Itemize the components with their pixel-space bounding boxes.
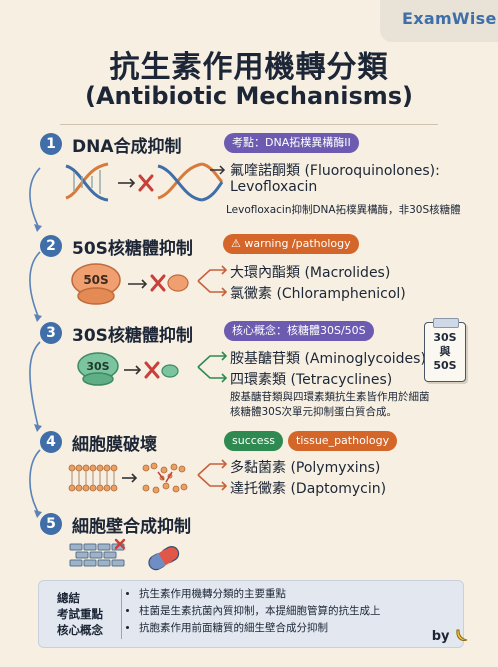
section-1-drug: 氟喹諾酮類 (Fluoroquinolones): bbox=[230, 163, 440, 179]
membrane-broken-icon bbox=[142, 462, 188, 494]
section-1-tag: 考點：DNA拓樸異構酶II bbox=[224, 133, 359, 153]
summary-divider bbox=[121, 589, 122, 639]
memo-line: 與 bbox=[439, 345, 451, 358]
title-divider bbox=[60, 124, 438, 125]
memo-line: 50S bbox=[433, 359, 457, 372]
brand-badge: ExamWise bbox=[380, 0, 498, 42]
summary-points: 抗生素作用機轉分類的主要重點 柱菌是生素抗菌內質抑制，本提細胞管算的抗生成上 抗… bbox=[125, 586, 381, 637]
section-2-title: 50S核糖體抑制 bbox=[72, 239, 193, 259]
section-1-number: 1 bbox=[40, 133, 62, 155]
dna-diagram bbox=[65, 162, 224, 202]
warning-tag: ⚠ warning /pathology bbox=[223, 234, 359, 254]
section-3-drug: 胺基醣苷類 (Aminoglycoides) bbox=[230, 351, 426, 367]
section-3-number: 3 bbox=[40, 322, 62, 344]
section-2-drug: 大環內酯類 (Macrolides) bbox=[230, 265, 391, 281]
section-4-title: 細胞膜破壞 bbox=[72, 435, 157, 455]
section-1-drug: Levofloxacin bbox=[230, 179, 318, 195]
pointer-arrow-icon bbox=[210, 165, 226, 175]
summary-point: 抗生素作用機轉分類的主要重點 bbox=[139, 586, 381, 603]
page-subtitle: (Antibiotic Mechanisms) bbox=[84, 82, 414, 110]
section-2-number: 2 bbox=[40, 235, 62, 257]
section-5-title: 細胞壁合成抑制 bbox=[72, 517, 191, 537]
section-4-tag-pathology: tissue_pathology bbox=[288, 431, 398, 451]
block-x-icon bbox=[114, 538, 126, 550]
section-3-drug: 四環素類 (Tetracyclines) bbox=[230, 372, 393, 388]
section-4-drug: 達托黴素 (Daptomycin) bbox=[230, 481, 387, 497]
ribosome-30s-label: 30S bbox=[86, 360, 109, 373]
warning-tag-label: warning /pathology bbox=[244, 237, 351, 250]
by-label: by bbox=[431, 629, 450, 644]
section-1-title: DNA合成抑制 bbox=[72, 137, 182, 157]
arrow-icon bbox=[124, 365, 142, 375]
summary-box: 總結 考試重點 核心概念 抗生素作用機轉分類的主要重點 柱菌是生素抗菌內質抑制，… bbox=[38, 580, 464, 648]
warning-icon: ⚠ bbox=[231, 237, 241, 250]
section-3-title: 30S核糖體抑制 bbox=[72, 326, 193, 346]
summary-label: 總結 考試重點 核心概念 bbox=[57, 590, 103, 638]
section-4-tag-success: success bbox=[224, 431, 284, 451]
flow-arrows bbox=[29, 167, 42, 518]
ribosome-50s-diagram: 50S bbox=[71, 263, 189, 305]
block-x-icon bbox=[150, 274, 166, 292]
summary-point: 柱菌是生素抗菌內質抑制，本提細胞管算的抗生成上 bbox=[139, 603, 381, 620]
section-1-note: Levofloxacin抑制DNA拓樸異構酶，非30S核糖體 bbox=[226, 204, 461, 216]
author-credit: by bbox=[432, 627, 468, 644]
page-title: 抗生素作用機轉分類 bbox=[109, 50, 389, 85]
memo-card: 30S 與 50S bbox=[424, 318, 466, 382]
block-x-icon bbox=[138, 174, 154, 192]
summary-point: 抗胞素作用前面糖質的細生壁合成分抑制 bbox=[139, 620, 381, 637]
clip-icon bbox=[433, 318, 459, 328]
arrow-icon bbox=[128, 279, 148, 289]
arrow-icon bbox=[122, 473, 138, 483]
section-5-number: 5 bbox=[40, 513, 62, 535]
section-4-number: 4 bbox=[40, 431, 62, 453]
section-2-drug: 氯黴素 (Chloramphenicol) bbox=[230, 286, 406, 302]
section-3-note: 胺基醣苷類與四環素類抗生素皆作用於細菌 bbox=[230, 391, 430, 403]
summary-label-line: 核心概念 bbox=[57, 623, 103, 637]
section-3-tag: 核心概念：核糖體30S/50S bbox=[224, 321, 374, 341]
ribosome-50s-label: 50S bbox=[83, 273, 108, 287]
summary-label-line: 考試重點 bbox=[57, 607, 103, 621]
dna-helix-icon bbox=[65, 162, 109, 202]
memo-line: 30S bbox=[433, 331, 457, 344]
branch-arrows bbox=[197, 265, 228, 297]
membrane-diagram bbox=[68, 462, 188, 494]
summary-label-line: 總結 bbox=[57, 591, 80, 605]
branch-arrows bbox=[197, 459, 228, 491]
membrane-intact-icon bbox=[68, 464, 118, 492]
section-3-note: 核糖體30S次單元抑制蛋白質合成。 bbox=[230, 406, 398, 418]
capsule-pill-icon bbox=[148, 546, 180, 571]
section-2-tag: ⚠ warning /pathology bbox=[223, 234, 359, 254]
ribosome-30s-diagram: 30S bbox=[77, 352, 179, 386]
branch-arrows bbox=[197, 351, 228, 383]
banana-icon bbox=[456, 629, 468, 641]
brand-name: ExamWise bbox=[402, 9, 497, 28]
block-x-icon bbox=[144, 361, 160, 379]
section-4-drug: 多黏菌素 (Polymyxins) bbox=[230, 460, 381, 476]
cell-wall-diagram bbox=[69, 538, 180, 571]
arrow-icon bbox=[118, 178, 136, 188]
